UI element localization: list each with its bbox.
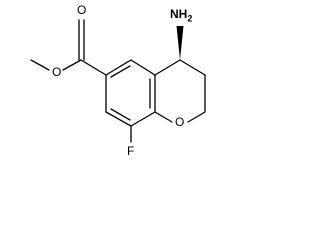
bond-c7-c8: [105, 111, 132, 127]
bond-c5-c6-inner: [110, 65, 131, 78]
amino-nh-text: NH: [170, 7, 188, 21]
bond-c4-c3: [179, 59, 206, 76]
carbonyl-oxygen-label: O: [77, 3, 87, 17]
wedge-bond-amino: [176, 26, 184, 60]
ring-oxygen-label: O: [175, 115, 185, 129]
bond-c5-c6: [105, 59, 132, 76]
bond-c2-o1: [187, 111, 206, 123]
ester-oxygen-label: O: [52, 65, 62, 79]
amino-subscript: 2: [187, 13, 193, 24]
bond-c7-c8-inner: [110, 108, 131, 121]
amino-group-label: NH2: [170, 7, 193, 25]
bond-c6-carbonyl: [80, 59, 107, 76]
bond-ester-o-methyl: [30, 59, 50, 71]
fluorine-label: F: [127, 144, 135, 158]
molecule-drawing: [30, 19, 206, 143]
bond-carbonyl-ester-o: [62, 59, 82, 71]
bond-c8-c8a: [130, 111, 156, 127]
structure-canvas: O O O F NH2: [30, 3, 206, 158]
bond-c4a-c5: [130, 59, 156, 76]
bond-o1-c8a: [154, 111, 173, 123]
bond-c4a-c4: [154, 59, 181, 76]
